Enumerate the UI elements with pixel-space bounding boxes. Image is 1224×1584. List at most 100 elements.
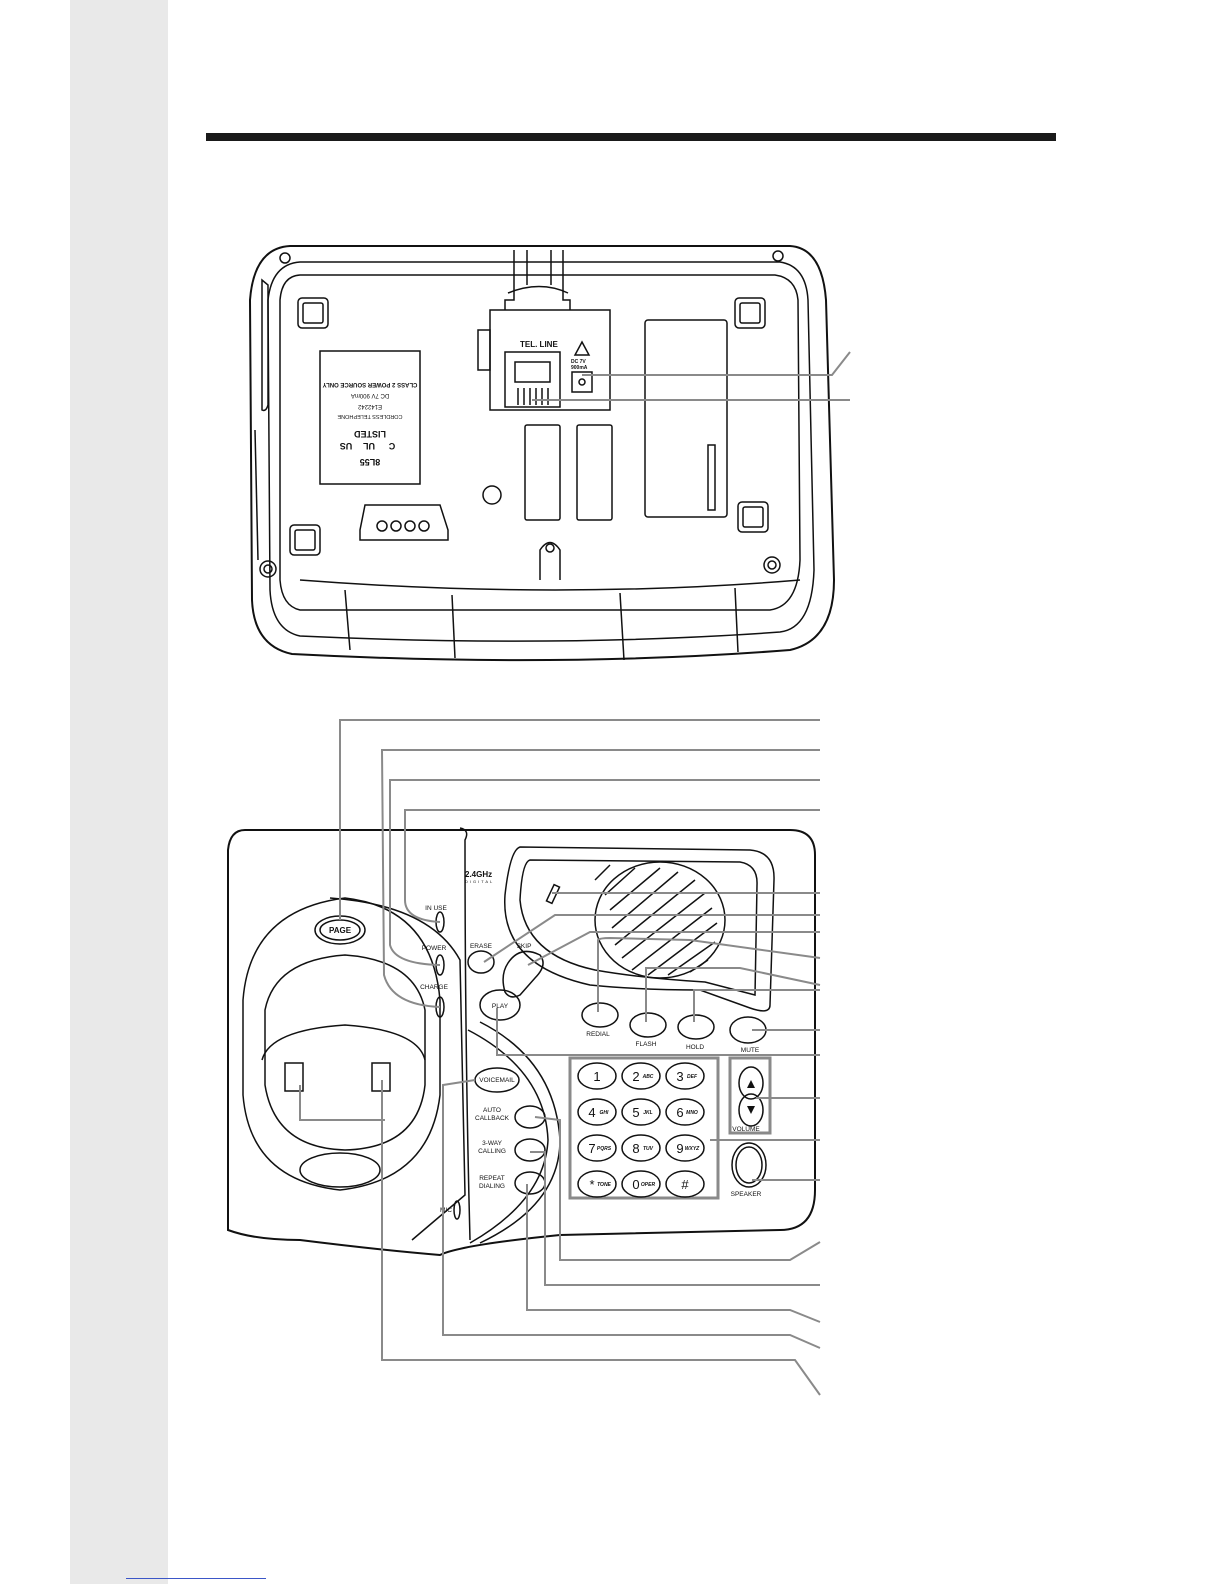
- volume-label: VOLUME: [732, 1126, 760, 1133]
- svg-text:8L55: 8L55: [360, 457, 381, 467]
- auto-callback-label-1: AUTO: [483, 1107, 501, 1114]
- voicemail-button[interactable]: VOICEMAIL: [479, 1077, 515, 1084]
- svg-text:E142242: E142242: [357, 403, 382, 409]
- hold-label: HOLD: [686, 1044, 704, 1051]
- keypad-key[interactable]: #: [665, 1170, 705, 1198]
- keypad-digit: 7: [588, 1141, 595, 1156]
- page-margin: [0, 0, 70, 1584]
- repeat-dialing-label-2: DIALING: [479, 1183, 505, 1190]
- skip-button[interactable]: [510, 956, 538, 980]
- svg-text:DC 7V 900mA: DC 7V 900mA: [351, 392, 389, 398]
- keypad-key[interactable]: 4 GHI: [577, 1098, 617, 1126]
- keypad-letters: GHI: [600, 1110, 610, 1116]
- keypad-letters: PQRS: [597, 1146, 612, 1152]
- keypad-letters: ABC: [642, 1074, 654, 1080]
- svg-text:CLASS 2 POWER SOURCE ONLY: CLASS 2 POWER SOURCE ONLY: [323, 381, 418, 387]
- keypad-digit: #: [681, 1177, 689, 1192]
- volume-down-icon[interactable]: [747, 1106, 755, 1114]
- power-rating-voltage: DC 7V: [571, 359, 586, 365]
- keypad-key-outline[interactable]: [621, 1098, 661, 1126]
- keypad-digit: 1: [593, 1069, 600, 1084]
- keypad-letters: TUV: [643, 1146, 654, 1152]
- keypad-key-outline[interactable]: [577, 1062, 617, 1090]
- mic-label: MIC: [440, 1207, 452, 1214]
- play-button[interactable]: PLAY: [492, 1003, 509, 1010]
- keypad-key-outline[interactable]: [665, 1062, 705, 1090]
- three-way-label-2: CALLING: [478, 1148, 506, 1155]
- charge-label: CHARGE: [420, 984, 448, 991]
- top-view-leaders: [299, 719, 821, 1396]
- hold-button[interactable]: [678, 1015, 714, 1039]
- keypad-key[interactable]: *TONE: [577, 1170, 617, 1198]
- keypad-key-outline[interactable]: [665, 1098, 705, 1126]
- certification-label: 8L55 C UL US LISTED CORDLESS TELEPHONE E…: [323, 381, 418, 467]
- keypad-key-outline[interactable]: [665, 1134, 705, 1162]
- erase-button[interactable]: [468, 951, 494, 973]
- three-way-calling-button[interactable]: [515, 1139, 545, 1161]
- page-button[interactable]: PAGE: [329, 926, 352, 935]
- keypad-digit: 8: [632, 1141, 639, 1156]
- band-label: 2.4GHz: [465, 870, 492, 879]
- redial-button[interactable]: [582, 1003, 618, 1027]
- footer-link-rule: [126, 1578, 266, 1579]
- keypad-digit: 4: [588, 1105, 595, 1120]
- tel-line-jack-label: TEL. LINE: [520, 340, 558, 349]
- bottom-view-leaders: [532, 351, 851, 401]
- repeat-dialing-label-1: REPEAT: [479, 1175, 505, 1182]
- keypad-letters: WXYZ: [685, 1146, 700, 1152]
- keypad-letters: OPER: [641, 1182, 656, 1188]
- speaker-label: SPEAKER: [731, 1191, 762, 1198]
- keypad-key-outline[interactable]: [577, 1098, 617, 1126]
- keypad-letters: TONE: [597, 1182, 611, 1188]
- keypad-key-outline[interactable]: [621, 1134, 661, 1162]
- keypad-key-outline[interactable]: [577, 1134, 617, 1162]
- svg-text:C: C: [388, 441, 395, 451]
- mute-label: MUTE: [741, 1047, 760, 1054]
- power-label: POWER: [422, 945, 447, 952]
- erase-label: ERASE: [470, 943, 493, 950]
- keypad-key[interactable]: 3 DEF: [665, 1062, 705, 1090]
- keypad-digit: 3: [676, 1069, 683, 1084]
- keypad-digit: 5: [632, 1105, 639, 1120]
- keypad-key[interactable]: 1: [577, 1062, 617, 1090]
- power-rating-current: 900mA: [571, 365, 588, 371]
- auto-callback-label-2: CALLBACK: [475, 1115, 510, 1122]
- repeat-dialing-button[interactable]: [515, 1172, 545, 1194]
- svg-text:UL: UL: [363, 441, 375, 451]
- svg-text:CORDLESS TELEPHONE: CORDLESS TELEPHONE: [337, 413, 402, 419]
- base-top-view: [227, 827, 816, 1257]
- keypad-digit: *: [589, 1177, 594, 1192]
- three-way-label-1: 3-WAY: [482, 1140, 503, 1147]
- keypad-key-outline[interactable]: [621, 1062, 661, 1090]
- keypad-key[interactable]: 5 JKL: [621, 1098, 661, 1126]
- side-gray-band: [70, 0, 168, 1584]
- base-bottom-view: [248, 245, 836, 662]
- keypad-letters: MNO: [686, 1110, 698, 1116]
- svg-text:LISTED: LISTED: [354, 429, 387, 439]
- skip-label: SKIP: [517, 943, 532, 950]
- volume-up-icon[interactable]: [747, 1080, 755, 1088]
- keypad-digit: 6: [676, 1105, 683, 1120]
- digital-label: DIGITAL: [465, 879, 494, 884]
- keypad-key-outline[interactable]: [665, 1170, 705, 1198]
- keypad-key-outline[interactable]: [621, 1170, 661, 1198]
- keypad-key[interactable]: 8 TUV: [621, 1134, 661, 1162]
- keypad-digit: 2: [632, 1069, 639, 1084]
- svg-text:US: US: [340, 441, 353, 451]
- keypad-letters: JKL: [643, 1110, 652, 1116]
- in-use-label: IN USE: [425, 905, 447, 912]
- flash-button[interactable]: [630, 1013, 666, 1037]
- keypad-digit: 0: [632, 1177, 639, 1192]
- keypad-letters: DEF: [687, 1074, 698, 1080]
- keypad-digit: 9: [676, 1141, 683, 1156]
- header-rule: [206, 133, 1056, 141]
- keypad-key-outline[interactable]: [577, 1170, 617, 1198]
- redial-label: REDIAL: [586, 1031, 610, 1038]
